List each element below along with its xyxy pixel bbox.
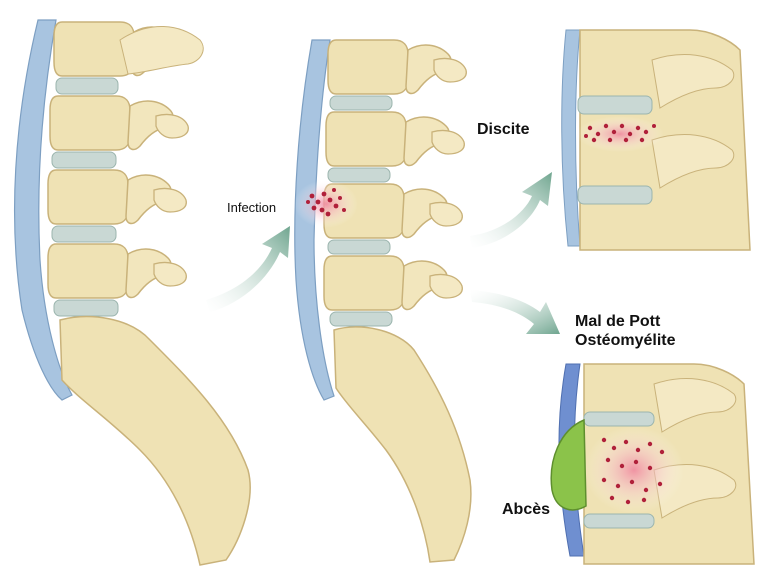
abscess-shape [551,420,586,510]
panel-discite [562,30,750,250]
label-mal-de-pott: Mal de Pott [575,313,660,331]
label-osteomyelite: Ostéomyélite [575,332,675,350]
label-abces: Abcès [502,501,550,519]
panel-mal-de-pott [551,364,754,564]
label-infection: Infection [227,201,276,216]
left-spine [15,20,251,565]
arrow-1 [206,226,290,312]
middle-spine [294,40,471,562]
label-discite: Discite [477,121,529,139]
arrow-3 [470,290,560,334]
arrow-2 [470,172,552,248]
